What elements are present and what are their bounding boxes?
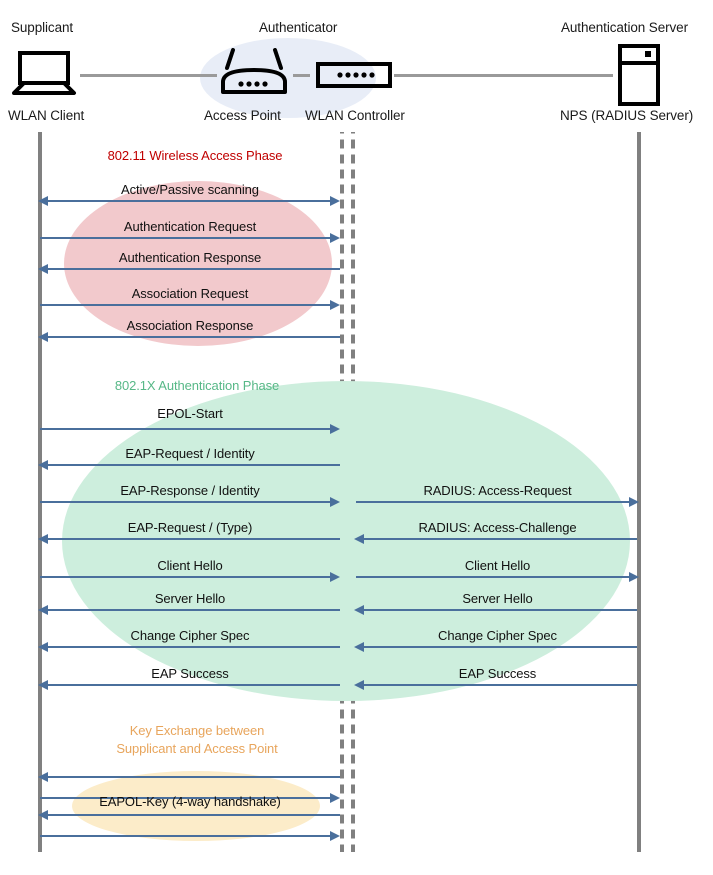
arrowhead-right-icon bbox=[330, 572, 340, 582]
actor-role-supplicant: Supplicant bbox=[11, 20, 74, 35]
arrowhead-right-icon bbox=[330, 793, 340, 803]
message-line bbox=[362, 538, 637, 540]
message-label: EAP Success bbox=[458, 666, 537, 681]
phase-label-wireless: 802.11 Wireless Access Phase bbox=[107, 148, 283, 163]
authenticator-highlight-blob bbox=[200, 38, 376, 118]
message-label: RADIUS: Access-Request bbox=[423, 483, 572, 498]
message-line bbox=[356, 501, 635, 503]
message-label: RADIUS: Access-Challenge bbox=[418, 520, 577, 535]
phase-label-keyexchange: Key Exchange between Supplicant and Acce… bbox=[116, 723, 278, 756]
lifeline-authentication-server bbox=[637, 132, 641, 852]
arrowhead-left-icon bbox=[38, 196, 48, 206]
wlan-controller-icon bbox=[316, 62, 392, 93]
message-line bbox=[40, 576, 338, 578]
arrowhead-right-icon bbox=[330, 424, 340, 434]
actor-name-wlan-controller: WLAN Controller bbox=[305, 108, 405, 123]
message-line bbox=[46, 200, 338, 202]
message-line bbox=[362, 646, 637, 648]
arrowhead-left-icon bbox=[38, 534, 48, 544]
message-line bbox=[40, 304, 338, 306]
message-line bbox=[356, 576, 635, 578]
message-label: Authentication Request bbox=[123, 219, 257, 234]
phase-blob-keyexchange bbox=[72, 771, 320, 841]
arrowhead-left-icon bbox=[38, 264, 48, 274]
actor-role-authentication-server: Authentication Server bbox=[561, 20, 688, 35]
message-label: Change Cipher Spec bbox=[438, 628, 557, 643]
server-icon bbox=[617, 44, 661, 111]
message-line bbox=[362, 609, 637, 611]
message-line bbox=[40, 428, 338, 430]
arrowhead-left-icon bbox=[38, 772, 48, 782]
message-line bbox=[46, 268, 340, 270]
message-line bbox=[46, 814, 340, 816]
phase-blob-wireless bbox=[64, 181, 332, 346]
arrowhead-left-icon bbox=[38, 810, 48, 820]
arrowhead-left-icon bbox=[38, 460, 48, 470]
arrowhead-left-icon bbox=[354, 642, 364, 652]
arrowhead-right-icon bbox=[330, 831, 340, 841]
message-line bbox=[46, 776, 340, 778]
message-label: Authentication Response bbox=[118, 250, 262, 265]
arrowhead-left-icon bbox=[38, 642, 48, 652]
message-line bbox=[40, 501, 338, 503]
message-line bbox=[40, 797, 338, 799]
actor-name-access-point: Access Point bbox=[204, 108, 281, 123]
wire-ap-to-controller bbox=[293, 74, 310, 77]
arrowhead-right-icon bbox=[629, 497, 639, 507]
message-label: Server Hello bbox=[154, 591, 226, 606]
message-label: Server Hello bbox=[462, 591, 533, 606]
message-label: Association Response bbox=[126, 318, 254, 333]
actor-name-nps-radius-server: NPS (RADIUS Server) bbox=[560, 108, 694, 123]
message-line bbox=[40, 835, 338, 837]
arrowhead-right-icon bbox=[330, 300, 340, 310]
actor-name-wlan-client: WLAN Client bbox=[8, 108, 85, 123]
wire-controller-to-server bbox=[394, 74, 613, 77]
message-label: EPOL-Start bbox=[157, 406, 223, 421]
arrowhead-left-icon bbox=[354, 534, 364, 544]
arrowhead-left-icon bbox=[354, 605, 364, 615]
message-label-eapol-key: EAPOL-Key (4-way handshake) bbox=[99, 794, 281, 809]
message-label: Client Hello bbox=[157, 558, 223, 573]
arrowhead-right-icon bbox=[330, 233, 340, 243]
message-line bbox=[46, 646, 340, 648]
message-line bbox=[40, 237, 338, 239]
message-label: EAP-Request / (Type) bbox=[127, 520, 253, 535]
message-line bbox=[362, 684, 637, 686]
arrowhead-left-icon bbox=[38, 332, 48, 342]
laptop-icon bbox=[12, 51, 80, 100]
message-label: EAP-Request / Identity bbox=[125, 446, 255, 461]
access-point-icon bbox=[215, 48, 293, 101]
arrowhead-right-icon bbox=[629, 572, 639, 582]
arrowhead-left-icon bbox=[38, 680, 48, 690]
message-line bbox=[46, 336, 340, 338]
phase-label-dot1x: 802.1X Authentication Phase bbox=[114, 378, 280, 393]
message-label: EAP Success bbox=[151, 666, 229, 681]
arrowhead-right-icon bbox=[330, 196, 340, 206]
arrowhead-right-icon bbox=[330, 497, 340, 507]
message-line bbox=[46, 464, 340, 466]
message-label: Change Cipher Spec bbox=[130, 628, 250, 643]
actor-role-authenticator: Authenticator bbox=[259, 20, 338, 35]
message-label: Association Request bbox=[131, 286, 249, 301]
message-label: EAP-Response / Identity bbox=[120, 483, 260, 498]
message-label: Client Hello bbox=[464, 558, 531, 573]
arrowhead-left-icon bbox=[38, 605, 48, 615]
message-line bbox=[46, 538, 340, 540]
wire-client-to-ap bbox=[80, 74, 217, 77]
arrowhead-left-icon bbox=[354, 680, 364, 690]
message-label: Active/Passive scanning bbox=[121, 182, 259, 197]
message-line bbox=[46, 609, 340, 611]
message-line bbox=[46, 684, 340, 686]
lifeline-supplicant bbox=[38, 132, 42, 852]
